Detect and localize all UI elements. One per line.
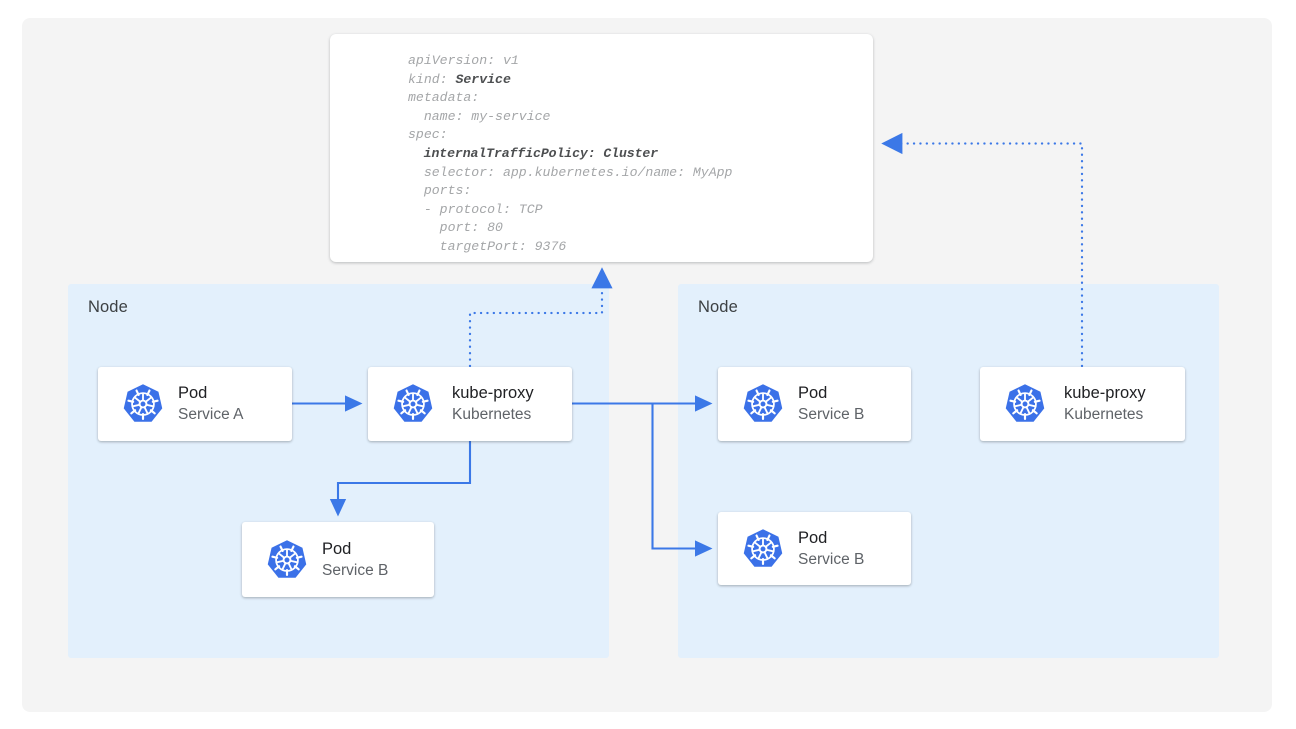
kube-proxy-title: kube-proxy (1064, 384, 1146, 402)
yaml-line-5: internalTrafficPolicy: Cluster (408, 145, 659, 161)
kube-proxy-card-labels: kube-proxy Kubernetes (452, 383, 534, 425)
service-manifest-card: apiVersion: v1 kind: Service metadata: nam… (330, 34, 873, 262)
pod-card-labels: Pod Service B (798, 383, 864, 425)
pod-subtitle: Service B (798, 406, 865, 423)
kube-proxy-subtitle: Kubernetes (1064, 406, 1144, 423)
kube-proxy-card-right[interactable]: kube-proxy Kubernetes (980, 367, 1185, 441)
yaml-line-0: apiVersion: v1 (408, 53, 519, 68)
kube-proxy-card-left[interactable]: kube-proxy Kubernetes (368, 367, 572, 441)
yaml-line-8: - protocol: TCP (408, 201, 543, 217)
yaml-line-7: ports: (408, 183, 472, 199)
pod-subtitle: Service B (322, 561, 389, 579)
node-label-left: Node (88, 298, 128, 316)
dotted-link-right-kubeproxy-to-service-spec (881, 132, 1084, 368)
pod-card-service-b-remote-2[interactable]: Pod Service B (718, 512, 911, 585)
arrow-kubeproxy-to-remote-pods (572, 395, 713, 557)
pod-card-labels: Pod Service B (798, 528, 864, 570)
node-group-right: Node (678, 284, 1219, 658)
yaml-line-6: selector: app.kubernetes.io/name: MyApp (408, 164, 733, 180)
kubernetes-icon (742, 383, 784, 425)
pod-subtitle: Service A (178, 406, 244, 423)
service-manifest-yaml: apiVersion: v1 kind: Service metadata: nam… (408, 52, 732, 257)
kube-proxy-title: kube-proxy (452, 384, 534, 402)
kube-proxy-card-labels: kube-proxy Kubernetes (1064, 383, 1146, 425)
pod-card-service-b-remote-1[interactable]: Pod Service B (718, 367, 911, 441)
pod-card-service-b-local[interactable]: Pod Service B (242, 522, 434, 597)
kube-proxy-subtitle: Kubernetes (452, 406, 532, 423)
pod-card-labels: Pod Service B (322, 539, 388, 581)
kubernetes-icon (1004, 383, 1046, 425)
yaml-line-10: targetPort: 9376 (408, 238, 567, 254)
arrow-kubeproxy-to-local-pod-b (329, 441, 472, 517)
yaml-line-4: spec: (408, 127, 448, 143)
pod-title: Pod (322, 539, 352, 558)
pod-subtitle: Service B (798, 550, 865, 568)
pod-card-labels: Pod Service A (178, 383, 243, 425)
yaml-line-1: kind: Service (408, 71, 511, 87)
pod-title: Pod (798, 384, 828, 402)
pod-title: Pod (798, 528, 828, 547)
node-label-right: Node (698, 298, 738, 316)
yaml-line-2: metadata: (408, 90, 480, 106)
kubernetes-icon (392, 383, 434, 425)
dotted-link-left-kubeproxy-to-service-spec (468, 267, 613, 368)
kubernetes-icon (266, 539, 308, 581)
kubernetes-icon (122, 383, 164, 425)
pod-title: Pod (178, 384, 208, 402)
yaml-line-3: name: my-service (408, 108, 551, 124)
kubernetes-icon (742, 528, 784, 570)
yaml-line-9: port: 80 (408, 220, 503, 236)
pod-card-service-a[interactable]: Pod Service A (98, 367, 292, 441)
